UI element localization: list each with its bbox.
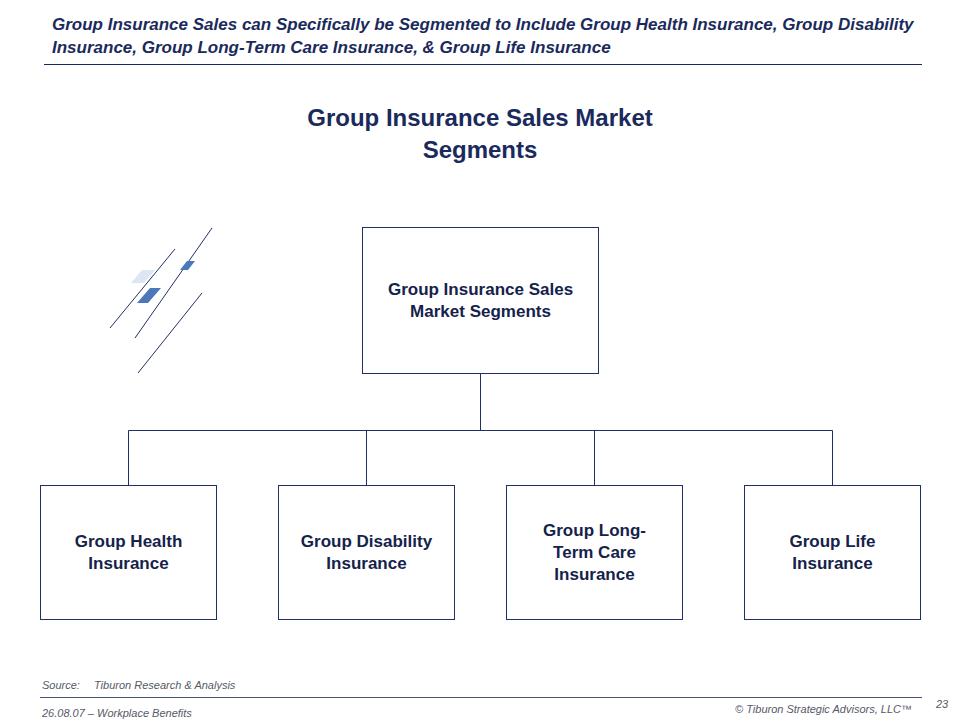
tree-connector xyxy=(367,374,481,485)
segment-box: Group Life Insurance xyxy=(744,485,921,620)
footer-rule xyxy=(40,697,922,698)
logo-diamond xyxy=(180,261,195,270)
segment-box: Group Long-Term Care Insurance xyxy=(506,485,683,620)
box-label: Group Insurance Sales Market Segments xyxy=(375,279,586,323)
segment-box: Group Health Insurance xyxy=(40,485,217,620)
slide-title: Group Insurance Sales can Specifically b… xyxy=(52,13,922,59)
header-rule xyxy=(44,64,922,65)
copyright-note: © Tiburon Strategic Advisors, LLC™ xyxy=(560,702,912,716)
logo-line xyxy=(110,249,175,328)
root-box: Group Insurance Sales Market Segments xyxy=(362,227,599,374)
logo-diamond xyxy=(137,288,161,303)
box-label: Group Disability Insurance xyxy=(298,531,435,575)
box-label: Group Long-Term Care Insurance xyxy=(526,520,663,586)
logo-line xyxy=(135,228,212,338)
footer-date: 26.08.07 – Workplace Benefits xyxy=(42,706,442,720)
tree-connector xyxy=(129,374,481,485)
logo-diamond xyxy=(131,270,155,283)
tree-connector xyxy=(481,374,595,485)
box-label: Group Health Insurance xyxy=(60,531,197,575)
box-label: Group Life Insurance xyxy=(764,531,901,575)
logo-graphic xyxy=(110,228,212,373)
source-text: Tiburon Research & Analysis xyxy=(94,678,394,692)
source-label: Source: xyxy=(42,678,102,692)
segment-box: Group Disability Insurance xyxy=(278,485,455,620)
page-number: 23 xyxy=(936,697,960,711)
chart-heading: Group Insurance Sales Market Segments xyxy=(280,102,680,166)
tree-connector xyxy=(481,374,833,485)
logo-line xyxy=(138,293,202,373)
